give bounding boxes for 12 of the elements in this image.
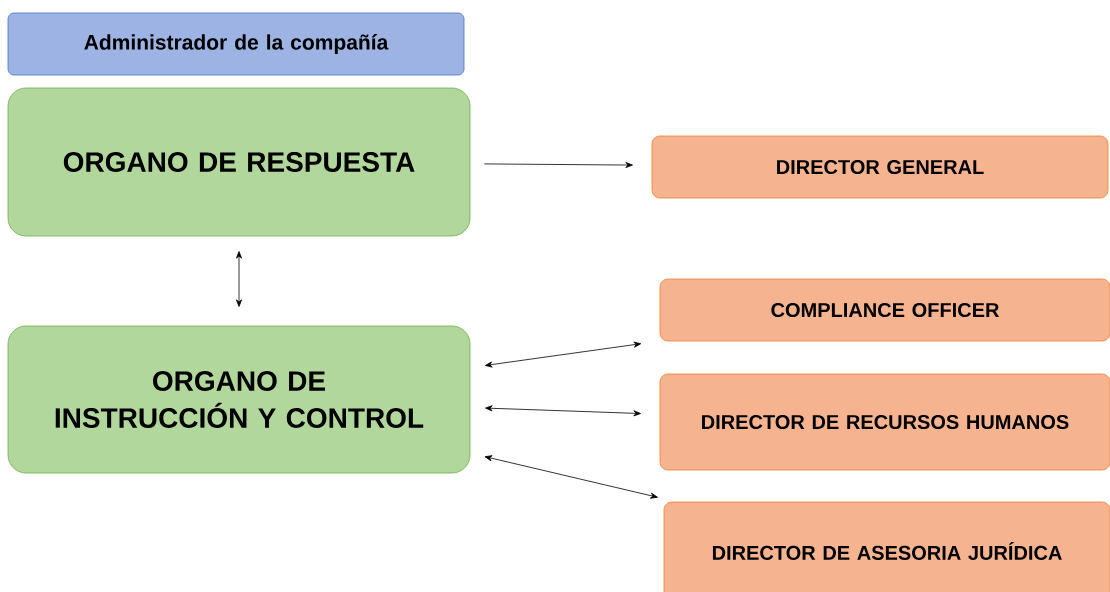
arrow	[484, 162, 633, 168]
organ-box: ORGANO DE RESPUESTA	[7, 87, 471, 237]
arrow	[484, 455, 658, 499]
arrow	[236, 251, 242, 307]
arrow	[484, 341, 642, 368]
role-box: DIRECTOR DE ASESORIA JURÍDICA	[663, 501, 1110, 592]
title-box: Administrador de la compañía	[7, 12, 465, 76]
role-box: COMPLIANCE OFFICER	[659, 278, 1110, 342]
role-box: DIRECTOR GENERAL	[651, 135, 1109, 199]
arrow	[485, 405, 641, 417]
role-box: DIRECTOR DE RECURSOS HUMANOS	[659, 373, 1110, 471]
organ-box: ORGANO DE INSTRUCCIÓN Y CONTROL	[7, 325, 471, 474]
